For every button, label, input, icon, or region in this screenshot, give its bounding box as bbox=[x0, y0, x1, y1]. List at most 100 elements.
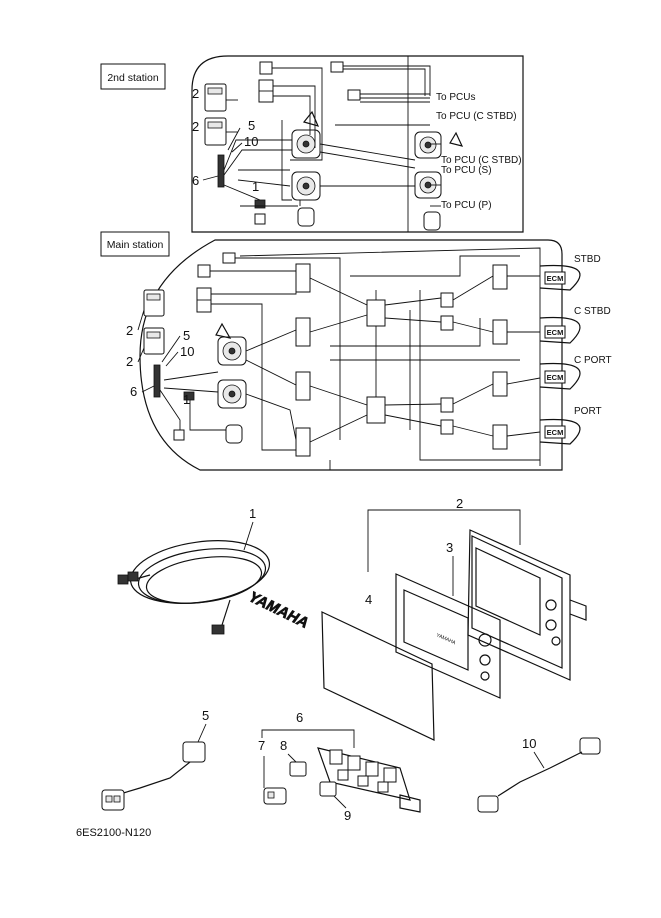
connector-icon bbox=[225, 424, 243, 444]
second-station-title-box bbox=[100, 63, 166, 90]
part-callout: 6 bbox=[192, 173, 199, 188]
terminator-icon bbox=[440, 419, 454, 435]
part-callout: 1 bbox=[252, 179, 259, 194]
connector-icon bbox=[297, 207, 315, 227]
hub-icon bbox=[153, 364, 161, 398]
adapter-cable-part bbox=[101, 741, 206, 811]
terminator-icon bbox=[440, 315, 454, 331]
terminator-icon bbox=[440, 397, 454, 413]
cover-brand-text: YAMAHA bbox=[245, 589, 313, 631]
plug-icon bbox=[254, 213, 266, 225]
hub-icon bbox=[217, 154, 225, 188]
plug-icon bbox=[117, 574, 129, 585]
part-callout: 2 bbox=[456, 496, 463, 511]
part-callout: 5 bbox=[202, 708, 209, 723]
lever-icon bbox=[449, 131, 464, 147]
part-callout: 7 bbox=[258, 738, 265, 753]
display-bezel-part: YAMAHA bbox=[395, 573, 501, 699]
connector-icon bbox=[347, 89, 361, 101]
part-callout: 3 bbox=[446, 540, 453, 555]
plug-icon bbox=[127, 571, 139, 582]
svg-text:ECM: ECM bbox=[547, 274, 564, 283]
figure-code: 6ES2100-N120 bbox=[76, 827, 151, 839]
main-station-title-box bbox=[100, 231, 170, 257]
label-to-pcu-c-stbd: To PCU (C STBD) bbox=[436, 111, 517, 122]
terminator-part bbox=[319, 781, 337, 797]
svg-text:ECM: ECM bbox=[547, 373, 564, 382]
connector-icon bbox=[423, 211, 441, 231]
main-station-panel: Main station bbox=[100, 231, 612, 471]
junction-box-icon bbox=[295, 263, 311, 293]
part-callout: 2 bbox=[126, 323, 133, 338]
display-brand-text: YAMAHA bbox=[435, 632, 457, 646]
part-callout: 2 bbox=[192, 119, 199, 134]
display-cover-part: YAMAHA bbox=[244, 589, 435, 741]
part-callout: 10 bbox=[522, 736, 536, 751]
part-callout: 8 bbox=[280, 738, 287, 753]
second-station-title: 2nd station bbox=[107, 72, 159, 84]
label-c-port: C PORT bbox=[574, 355, 612, 366]
extension-cable-part bbox=[477, 737, 601, 813]
plug-icon bbox=[183, 391, 195, 401]
second-station-panel: 2nd station bbox=[100, 55, 524, 233]
plug-icon bbox=[211, 624, 225, 635]
lever-icon bbox=[302, 110, 320, 127]
main-station-title: Main station bbox=[107, 239, 164, 251]
label-port: PORT bbox=[574, 406, 602, 417]
connector-icon bbox=[330, 61, 344, 73]
remote-control-icon bbox=[291, 171, 321, 201]
remote-control-icon bbox=[414, 171, 442, 199]
pcu-icon bbox=[492, 371, 508, 397]
part-callout: 5 bbox=[248, 118, 255, 133]
ecm-box: ECM bbox=[544, 425, 566, 439]
plug-icon bbox=[254, 199, 266, 209]
hub-assembly-part bbox=[317, 747, 421, 813]
label-c-stbd: C STBD bbox=[574, 306, 611, 317]
cable-harness-part bbox=[117, 540, 271, 635]
label-to-pcu-p: To PCU (P) bbox=[441, 200, 492, 211]
switch-icon bbox=[259, 61, 273, 75]
connector-part bbox=[263, 787, 287, 805]
junction-box-icon bbox=[366, 299, 386, 327]
svg-text:ECM: ECM bbox=[547, 428, 564, 437]
ecm-box: ECM bbox=[544, 271, 566, 285]
connector-icon bbox=[222, 252, 236, 264]
label-to-pcu-c-stbd: To PCU (C STBD) bbox=[441, 155, 522, 166]
part-callout: 9 bbox=[344, 808, 351, 823]
part-callout: 6 bbox=[130, 384, 137, 399]
remote-control-icon bbox=[217, 336, 247, 366]
pcu-icon bbox=[492, 424, 508, 450]
terminator-icon bbox=[440, 292, 454, 308]
part-callout: 1 bbox=[249, 506, 256, 521]
ecm-box: ECM bbox=[544, 370, 566, 384]
label-to-pcu-s: To PCU (S) bbox=[441, 165, 492, 176]
label-to-pcus: To PCUs bbox=[436, 92, 475, 103]
remote-control-icon bbox=[291, 129, 321, 159]
pcu-icon bbox=[492, 264, 508, 290]
plug-icon bbox=[173, 429, 185, 441]
ecm-box: ECM bbox=[544, 325, 566, 339]
part-callout: 10 bbox=[244, 134, 258, 149]
remote-control-icon bbox=[217, 379, 247, 409]
junction-box-icon bbox=[295, 317, 311, 347]
part-callout: 10 bbox=[180, 344, 194, 359]
part-callout: 4 bbox=[365, 592, 372, 607]
part-callout: 2 bbox=[126, 354, 133, 369]
part-callout: 2 bbox=[192, 86, 199, 101]
part-callout: 5 bbox=[183, 328, 190, 343]
junction-box-icon bbox=[295, 427, 311, 457]
remote-control-icon bbox=[414, 131, 442, 159]
svg-text:ECM: ECM bbox=[547, 328, 564, 337]
label-stbd: STBD bbox=[574, 254, 601, 265]
terminator-part bbox=[289, 761, 307, 777]
part-callout: 1 bbox=[183, 392, 190, 407]
junction-box-icon bbox=[295, 371, 311, 401]
pcu-icon bbox=[492, 319, 508, 345]
junction-box-icon bbox=[366, 396, 386, 424]
part-callout: 6 bbox=[296, 710, 303, 725]
switch-icon bbox=[197, 264, 211, 278]
lever-icon bbox=[215, 322, 232, 339]
display-unit-part bbox=[467, 529, 587, 681]
